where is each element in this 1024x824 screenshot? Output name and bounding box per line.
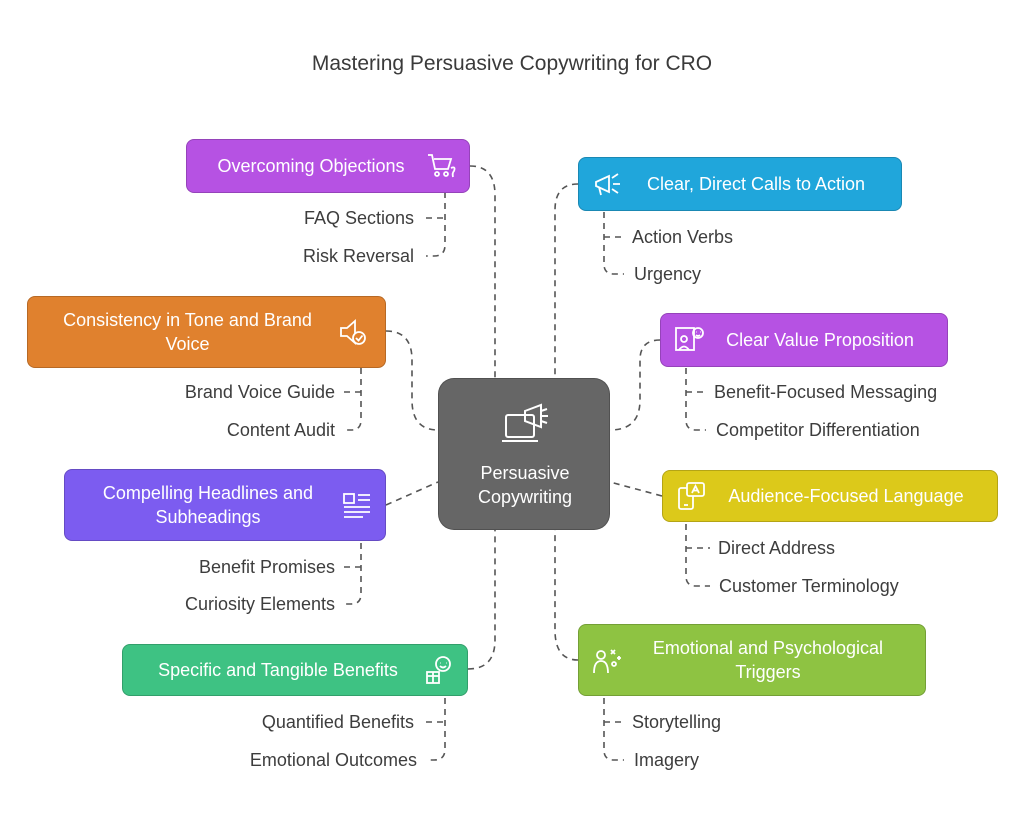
- sub-item: FAQ Sections: [303, 208, 414, 228]
- node-label: Consistency in Tone and Brand Voice: [63, 310, 312, 354]
- sub-item: Quantified Benefits: [261, 712, 414, 732]
- speaker-check-icon: [335, 314, 371, 350]
- sub-item: Competitor Differentiation: [716, 420, 920, 440]
- node-audience-language: Audience-Focused Language: [662, 470, 998, 522]
- sub-item: Urgency: [634, 264, 702, 284]
- sub-item: Content Audit: [226, 420, 335, 440]
- node-emotional-triggers: Emotional and Psychological Triggers: [578, 624, 926, 696]
- node-value-proposition: Clear Value Proposition: [660, 313, 948, 367]
- node-label: Audience-Focused Language: [728, 486, 964, 506]
- sub-item: Benefit Promises: [198, 557, 335, 577]
- presenter-idea-icon: [671, 322, 707, 358]
- node-label: Emotional and Psychological Triggers: [652, 638, 884, 682]
- node-specific-benefits: Specific and Tangible Benefits: [122, 644, 468, 696]
- sub-item: Emotional Outcomes: [249, 750, 417, 770]
- article-icon: [339, 487, 375, 523]
- node-headlines: Compelling Headlines and Subheadings: [64, 469, 386, 541]
- node-label: Overcoming Objections: [217, 156, 405, 176]
- node-label: Compelling Headlines and Subheadings: [102, 483, 314, 527]
- laptop-megaphone-icon: [501, 401, 551, 456]
- node-label: Specific and Tangible Benefits: [158, 660, 398, 680]
- sub-item: Benefit-Focused Messaging: [714, 382, 938, 402]
- cart-question-icon: [423, 148, 459, 184]
- node-overcoming-objections: Overcoming Objections: [186, 139, 470, 193]
- person-triggers-icon: [589, 642, 625, 678]
- sub-item: Risk Reversal: [302, 246, 414, 266]
- megaphone-icon: [589, 166, 625, 202]
- sub-item: Brand Voice Guide: [184, 382, 335, 402]
- node-calls-to-action: Clear, Direct Calls to Action: [578, 157, 902, 211]
- happy-gift-icon: [421, 652, 457, 688]
- sub-item: Storytelling: [632, 712, 722, 732]
- sub-item: Imagery: [634, 750, 700, 770]
- diagram-title: Mastering Persuasive Copywriting for CRO: [311, 52, 713, 75]
- sub-item: Direct Address: [718, 538, 836, 558]
- sub-item: Customer Terminology: [719, 576, 899, 596]
- node-label: Clear Value Proposition: [726, 330, 914, 350]
- node-label: Clear, Direct Calls to Action: [646, 174, 866, 194]
- node-consistency: Consistency in Tone and Brand Voice: [27, 296, 386, 368]
- center-node: Persuasive Copywriting: [438, 378, 610, 530]
- sub-item: Action Verbs: [632, 227, 734, 247]
- sub-item: Curiosity Elements: [184, 594, 335, 614]
- phone-chat-icon: [673, 478, 709, 514]
- center-label: Persuasive Copywriting: [477, 463, 573, 507]
